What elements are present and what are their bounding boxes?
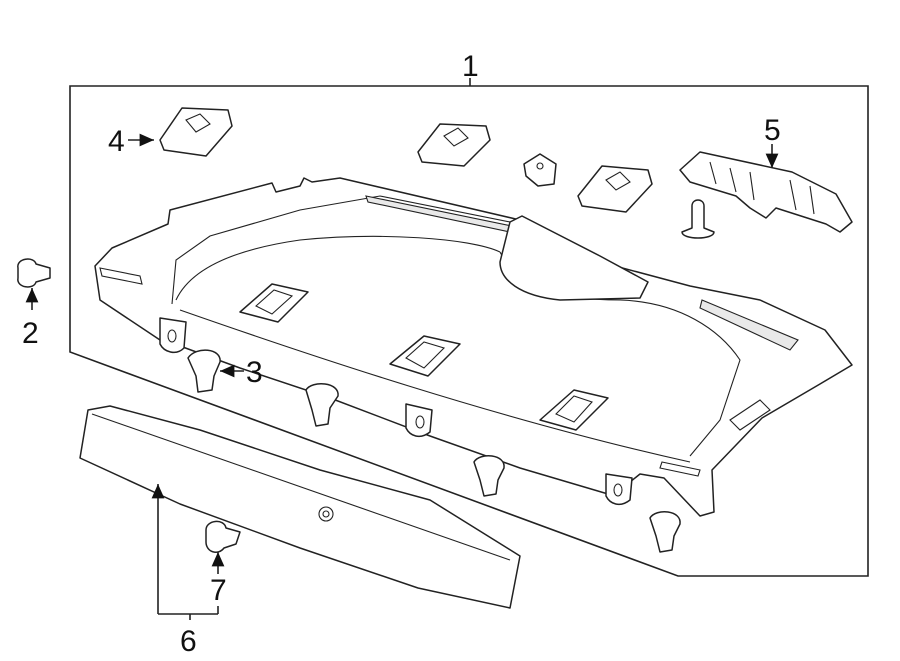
- push-clip-d: [649, 511, 681, 553]
- tie-down-cover-b: [577, 165, 653, 213]
- push-clip-3: [187, 349, 221, 393]
- callout-5: 5: [764, 114, 781, 147]
- push-clip-c: [473, 455, 505, 497]
- push-clip-b: [305, 383, 339, 427]
- assembly-outline: [69, 85, 869, 577]
- tie-down-cover-4: [159, 107, 233, 157]
- package-tray-panel: [94, 177, 853, 517]
- callout-6: 6: [180, 625, 197, 658]
- callout-1: 1: [462, 50, 479, 83]
- callout-4: 4: [108, 125, 125, 158]
- callout-3: 3: [246, 356, 263, 389]
- tie-down-cover-a: [417, 123, 491, 167]
- small-clip: [523, 153, 557, 187]
- callout-7: 7: [210, 574, 227, 607]
- push-retainer-2: [17, 258, 51, 288]
- bracket-5: [679, 151, 853, 233]
- push-pin: [681, 199, 715, 239]
- callout-2: 2: [22, 317, 39, 350]
- fastener-7: [205, 520, 241, 553]
- trim-panel-6: [79, 405, 521, 609]
